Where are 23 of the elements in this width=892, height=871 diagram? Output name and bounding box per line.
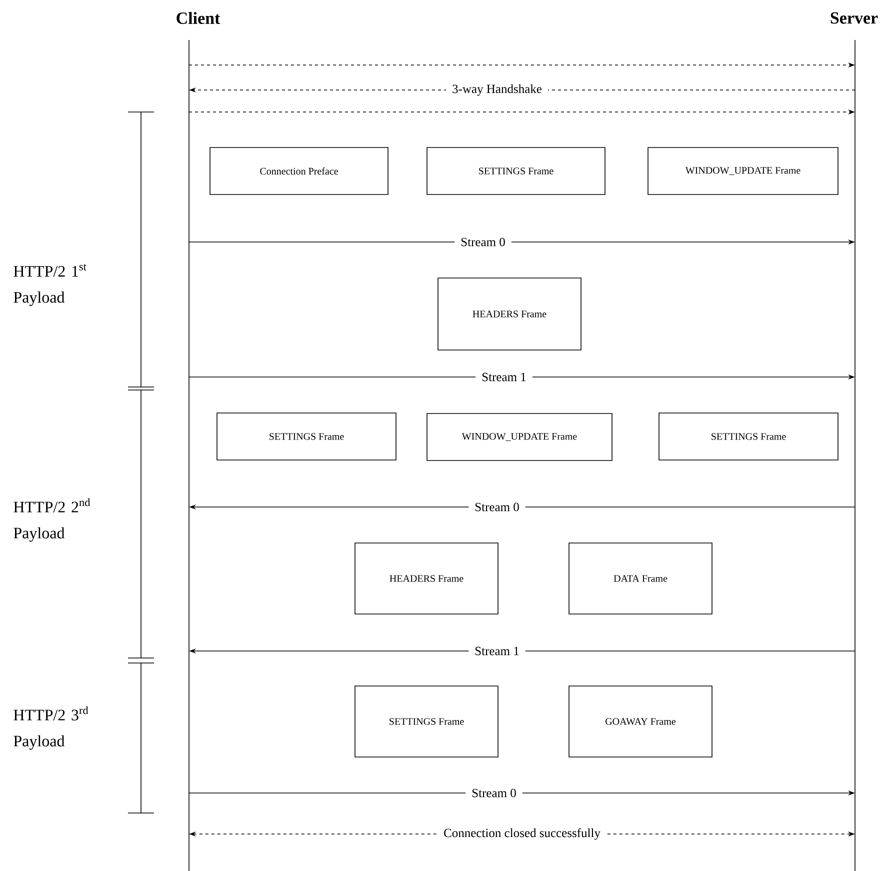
frame-box: SETTINGS Frame	[216, 412, 396, 460]
frame-box: Connection Preface	[210, 147, 388, 195]
frame-box: WINDOW_UPDATE Frame	[426, 413, 612, 461]
edge-label: 3-way Handshake	[446, 83, 548, 97]
frame-box: DATA Frame	[568, 542, 712, 614]
frame-box: SETTINGS Frame	[426, 147, 606, 195]
frame-box: SETTINGS Frame	[354, 686, 498, 758]
frame-box: GOAWAY Frame	[568, 686, 712, 758]
edge-label: Stream 0	[454, 236, 512, 248]
edge-label: Stream 1	[468, 646, 526, 656]
participant-label: Server	[830, 12, 878, 24]
edge-label: Stream 0	[468, 502, 526, 512]
edge-label: Connection closed successfully	[438, 827, 606, 841]
payload-label: HTTP/2 3$^{rd}$ Payload	[14, 706, 88, 750]
payload-label: HTTP/2 2$^{nd}$ Payload	[14, 498, 90, 542]
edge-label: Stream 1	[476, 372, 532, 382]
edge-label: Stream 0	[466, 788, 522, 798]
frame-box: HEADERS Frame	[438, 278, 582, 350]
frame-box: SETTINGS Frame	[658, 412, 838, 460]
payload-label: HTTP/2 1$^{st}$ Payload	[14, 264, 86, 306]
frame-box: WINDOW_UPDATE Frame	[648, 147, 838, 195]
participant-label: Client	[176, 12, 220, 24]
frame-box: HEADERS Frame	[354, 542, 498, 614]
